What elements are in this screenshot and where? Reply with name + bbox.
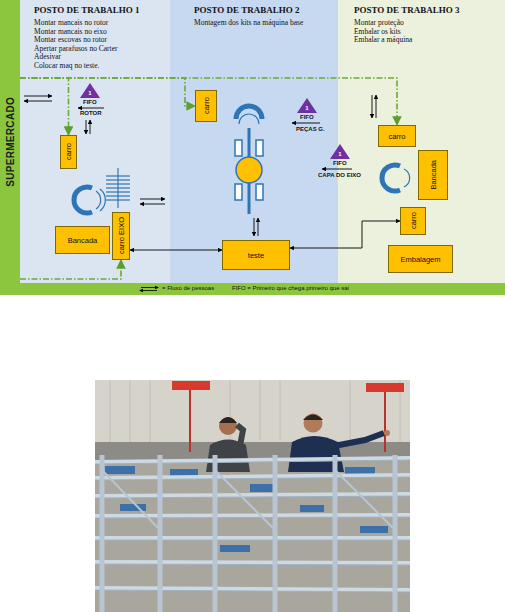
station-heading: POSTO DE TRABALHO 3 [354, 5, 505, 16]
legend-swatch [138, 285, 160, 293]
fifo-label: FIFO [83, 99, 97, 106]
bench-box: Bancada [55, 226, 110, 254]
node-label: Bancada [68, 236, 98, 245]
cart-box: carro [378, 125, 416, 147]
node-label: 1 [338, 150, 341, 159]
station-heading: POSTO DE TRABALHO 1 [34, 5, 170, 16]
cart-box: carro EIXO [112, 212, 130, 260]
node-label: carro [388, 132, 405, 141]
workstation-grounds [0, 0, 505, 295]
packing-box: Embalagem [388, 245, 453, 273]
material-flow-line [20, 78, 195, 106]
bench-box: Bancada [418, 150, 448, 200]
node-label: carro [64, 143, 73, 160]
task-item: Colocar maq no teste. [34, 62, 170, 71]
people-flow-arrow [130, 250, 222, 251]
node-label: 1 [305, 104, 308, 113]
kanban-triangle: 1 [80, 83, 100, 98]
node-label: carro [409, 212, 418, 229]
material-flow-line [20, 260, 121, 279]
material-flow-line [20, 78, 397, 125]
operator-icons [74, 106, 410, 213]
rack-photo [95, 380, 410, 612]
rotor-drawing [106, 168, 130, 208]
node-label: 1 [88, 89, 91, 98]
workstation-band: POSTO DE TRABALHO 2 Montagem dos kits na … [170, 0, 338, 283]
fifo-label: FIFO [300, 114, 314, 121]
supermarket-bar: SUPERMERCADO [0, 0, 20, 283]
legend-text: = Fluxo de pessoas [162, 285, 214, 292]
workstation-band: POSTO DE TRABALHO 3Montar proteçãoEmbala… [338, 0, 505, 283]
cart-box: carro [195, 90, 217, 122]
legend-note: FIFO = Primeiro que chega primeiro que s… [232, 285, 349, 292]
node-label: teste [248, 251, 264, 260]
node-label: carro EIXO [117, 217, 126, 254]
node-label: Bancada [429, 160, 438, 190]
task-item: Montar mancais no eixo [34, 28, 170, 37]
task-item: Embalar os kits [354, 28, 505, 37]
node-label: Embalagem [400, 255, 440, 264]
task-item: Adesivar [34, 53, 170, 62]
task-item: Apertar parafusos no Carter [34, 45, 170, 54]
task-item: Montar mancais no rotor [34, 19, 170, 28]
task-item: Embalar a máquina [354, 36, 505, 45]
kanban-triangle: 1 [330, 144, 350, 159]
part-name: CAPA DO EIXO [318, 172, 361, 179]
test-box: teste [222, 240, 290, 270]
material-flow-line [20, 78, 69, 135]
node-label: SUPERMERCADO [5, 97, 16, 187]
cart-box: carro [400, 207, 426, 235]
station-heading: POSTO DE TRABALHO 2 [194, 5, 338, 16]
node-label: carro [202, 97, 211, 114]
fifo-label: FIFO [333, 160, 347, 167]
part-name: PEÇAS G. [296, 126, 325, 133]
workstation-band: POSTO DE TRABALHO 1 Montar mancais no rot… [20, 0, 170, 283]
task-item: Montar proteção [354, 19, 505, 28]
cart-box: carro [60, 135, 77, 169]
base-machine-drawing [235, 128, 263, 214]
task-item: Montar escovas no rotor [34, 36, 170, 45]
people-flow-arrow [290, 221, 400, 248]
task-item: Montagem dos kits na máquina base [194, 19, 338, 28]
kanban-triangle: 1 [297, 98, 317, 113]
part-name: ROTOR [80, 110, 102, 117]
legend-entry: = Fluxo de pessoas [138, 284, 214, 293]
